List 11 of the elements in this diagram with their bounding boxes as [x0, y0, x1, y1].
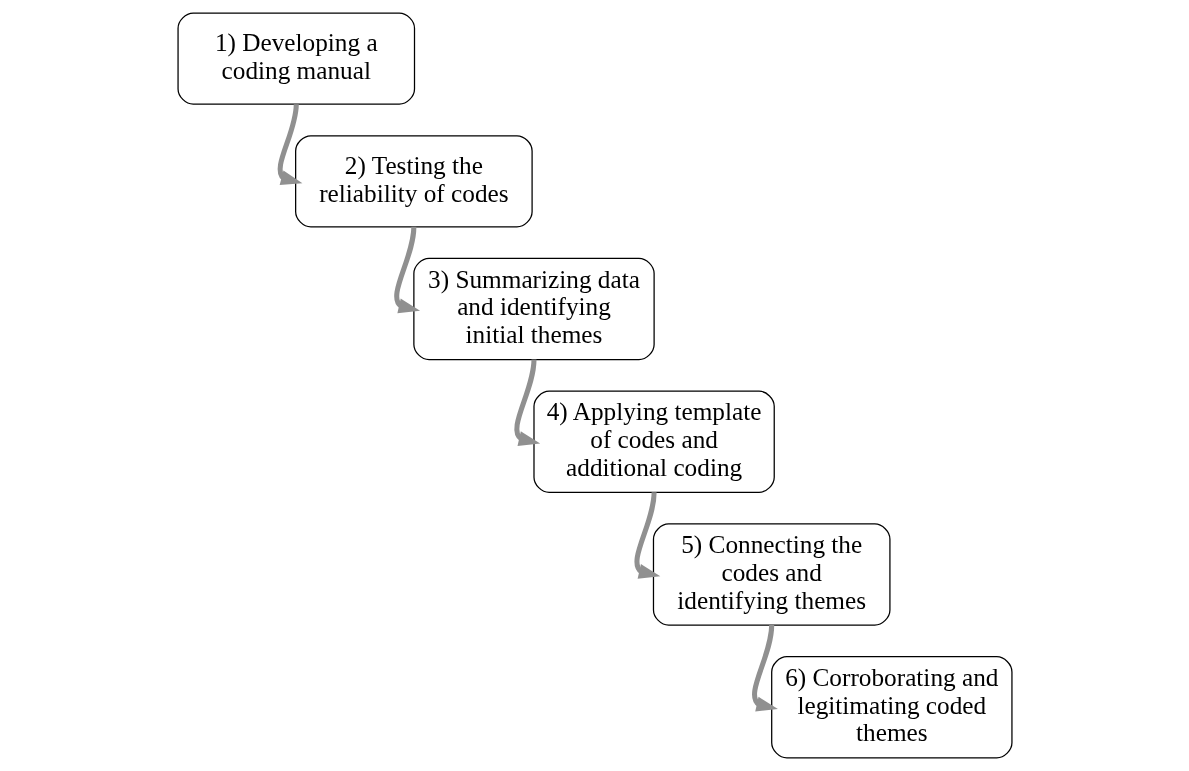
node-box: 3) Summarizing data and identifying initial themes: [412, 257, 655, 361]
node-box: 4) Applying template of codes and additional coding: [532, 390, 775, 493]
arrow: [513, 359, 540, 447]
node-box: 2) Testing the reliability of codes: [294, 135, 533, 228]
arrow: [393, 226, 420, 314]
arrow: [277, 104, 302, 186]
node-box: 5) Connecting the codes and identifying themes: [652, 523, 891, 626]
node-box: 1) Developing a coding manual: [176, 12, 415, 105]
arrow: [634, 492, 660, 579]
arrow: [751, 624, 778, 712]
node-box: 6) Corroborating and legitimating coded themes: [770, 656, 1013, 759]
